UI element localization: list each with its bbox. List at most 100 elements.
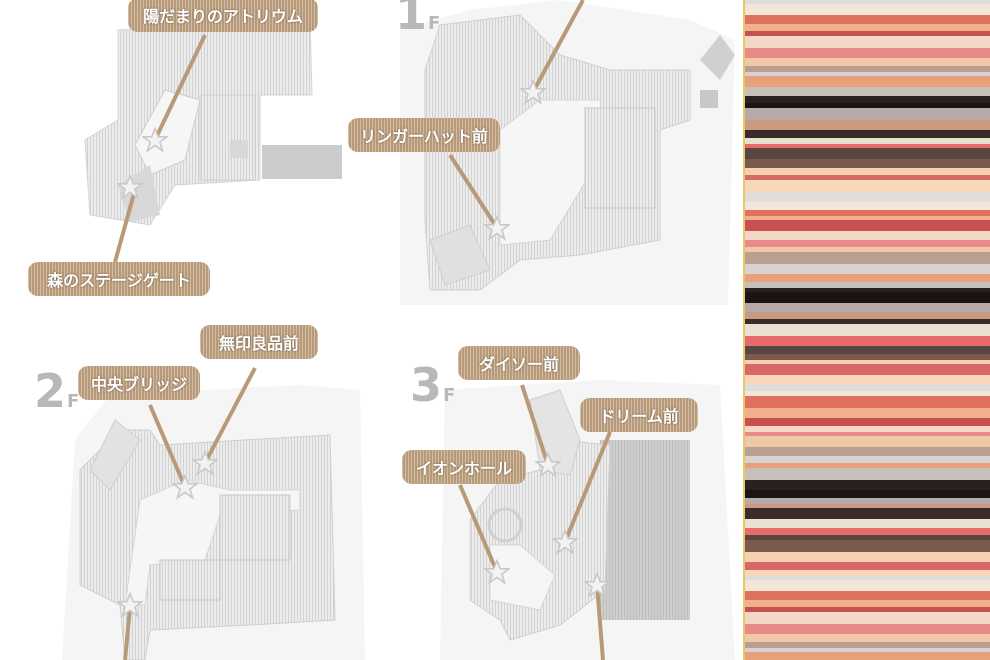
star-icon[interactable] [584, 572, 610, 598]
strip-band [745, 519, 990, 528]
strip-band [745, 148, 990, 159]
strip-band [745, 535, 990, 540]
callout-muji[interactable]: 無印良品前 [200, 325, 318, 359]
strip-band [745, 607, 990, 612]
floor-plan-2f [62, 385, 365, 660]
strip-band [745, 360, 990, 364]
strip-band [745, 175, 990, 180]
strip-band [745, 375, 990, 384]
strip-band [745, 456, 990, 463]
strip-band [745, 180, 990, 192]
strip-band [745, 24, 990, 31]
strip-band [745, 264, 990, 274]
strip-band [745, 540, 990, 552]
strip-band [745, 576, 990, 580]
star-icon[interactable] [172, 474, 198, 500]
strip-band [745, 31, 990, 36]
star-icon[interactable] [484, 215, 510, 241]
strip-band [745, 58, 990, 66]
strip-band [745, 447, 990, 456]
callout-atrium[interactable]: 陽だまりのアトリウム [128, 0, 318, 32]
strip-band [745, 303, 990, 312]
strip-band [745, 634, 990, 642]
strip-band [745, 87, 990, 96]
floor-plan-1f [400, 0, 735, 305]
strip-band [745, 652, 990, 660]
strip-band [745, 108, 990, 120]
strip-band [745, 72, 990, 76]
strip-band [745, 642, 990, 648]
strip-band [745, 490, 990, 498]
strip-band [745, 319, 990, 324]
strip-band [745, 384, 990, 391]
strip-band [745, 103, 990, 108]
strip-band [745, 36, 990, 48]
callout-ringer-hut[interactable]: リンガーハット前 [348, 118, 500, 152]
strip-band [745, 552, 990, 562]
strip-band [745, 216, 990, 220]
strip-band [745, 130, 990, 138]
strip-band [745, 168, 990, 175]
strip-band [745, 159, 990, 168]
star-icon[interactable] [535, 452, 561, 478]
strip-band [745, 66, 990, 72]
strip-band [745, 570, 990, 576]
strip-band [745, 436, 990, 447]
strip-band [745, 480, 990, 490]
strip-band [745, 210, 990, 216]
strip-band [745, 391, 990, 396]
strip-band [745, 648, 990, 652]
star-icon[interactable] [484, 559, 510, 585]
callout-aeon-hall[interactable]: イオンホール [402, 450, 526, 484]
floor-label-1f: 1F [395, 0, 441, 40]
strip-band [745, 336, 990, 346]
callout-central-bridge[interactable]: 中央ブリッジ [78, 366, 200, 400]
strip-band [745, 240, 990, 247]
strip-band [745, 498, 990, 504]
strip-band [745, 591, 990, 600]
star-icon[interactable] [142, 127, 168, 153]
strip-band [745, 247, 990, 252]
parking-block [262, 145, 342, 179]
strip-band [745, 0, 990, 4]
dark-block [600, 440, 690, 620]
callout-leaders [113, 0, 612, 660]
strip-band [745, 600, 990, 607]
star-icon[interactable] [117, 174, 143, 200]
strip-band [745, 508, 990, 519]
strip-band [745, 282, 990, 288]
strip-band [745, 418, 990, 426]
callout-daiso[interactable]: ダイソー前 [458, 346, 580, 380]
strip-band [745, 48, 990, 58]
strip-band [745, 4, 990, 15]
star-icon[interactable] [192, 450, 218, 476]
strip-band [745, 364, 990, 375]
strip-band [745, 274, 990, 282]
strip-band [745, 346, 990, 354]
strip-band [745, 562, 990, 570]
star-icon[interactable] [117, 592, 143, 618]
star-icon[interactable] [520, 79, 546, 105]
strip-band [745, 96, 990, 103]
star-icon[interactable] [552, 529, 578, 555]
floor-label-3f: 3F [410, 358, 456, 412]
floor-plan-gf [84, 19, 342, 226]
strip-band [745, 432, 990, 436]
strip-band [745, 220, 990, 231]
strip-band [745, 612, 990, 624]
strip-band [745, 396, 990, 408]
callout-forest-stage-gate[interactable]: 森のステージゲート [28, 262, 210, 296]
strip-band [745, 76, 990, 87]
callout-dream[interactable]: ドリーム前 [580, 398, 698, 432]
strip-band [745, 354, 990, 360]
strip-band [745, 120, 990, 130]
strip-band [745, 292, 990, 303]
strip-band [745, 138, 990, 144]
floor-map: 1F 2F 3F 陽だまりのアトリウム 森のステージゲート リンガーハット前 中… [28, 0, 735, 660]
strip-band [745, 624, 990, 634]
strip-band [745, 324, 990, 336]
strip-band [745, 580, 990, 591]
strip-band [745, 463, 990, 468]
strip-band [745, 408, 990, 418]
strip-band [745, 252, 990, 264]
